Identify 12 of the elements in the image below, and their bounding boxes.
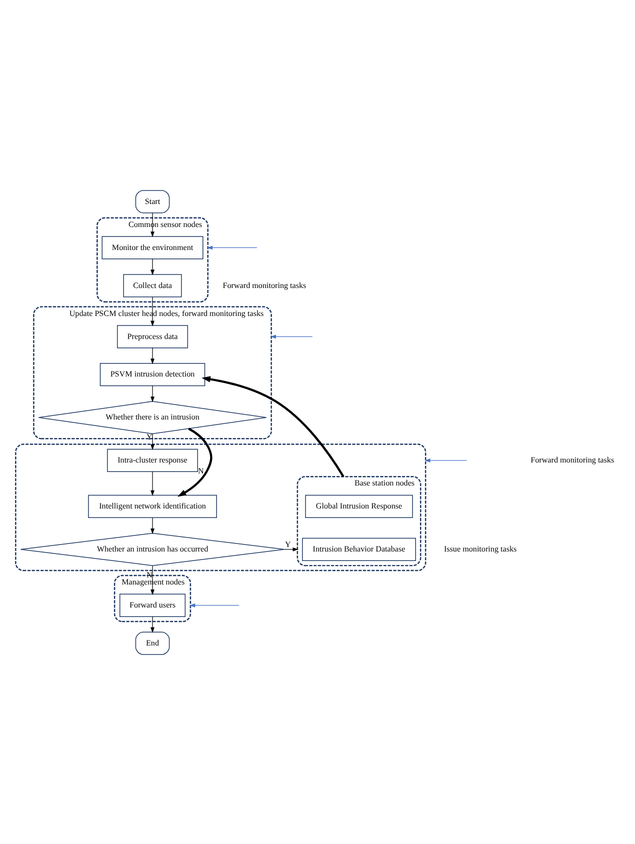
arrow [202,376,344,477]
arrow [150,347,154,364]
arrow [150,433,154,450]
arrow [150,258,154,275]
arrow [150,385,154,402]
arrow [206,245,258,250]
arrow [424,458,467,462]
arrow [150,517,154,534]
arrow [150,616,154,632]
arrow [150,470,154,496]
arrow [270,334,313,338]
arrow [190,602,240,607]
